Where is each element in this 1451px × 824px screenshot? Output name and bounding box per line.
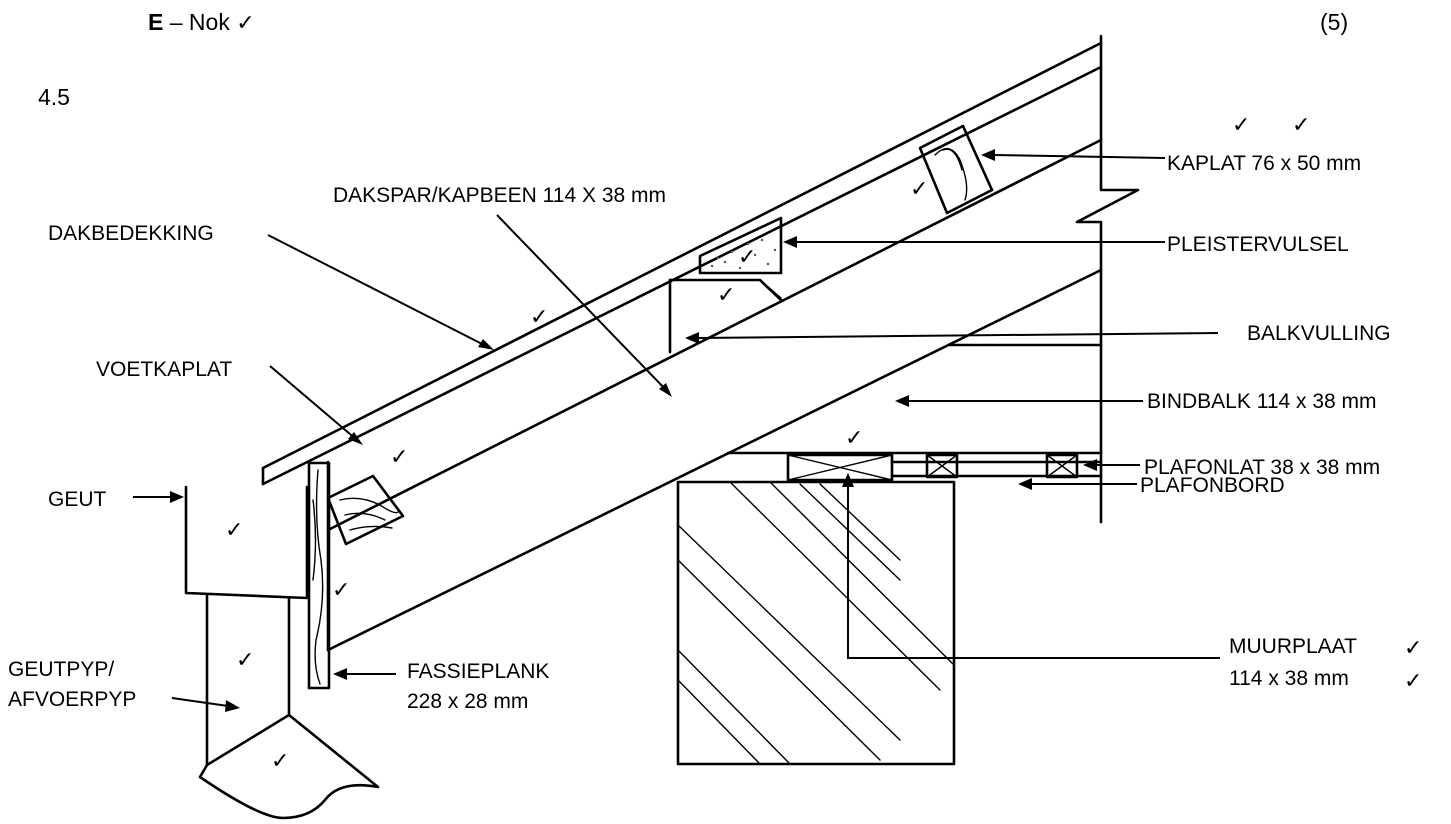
- downpipe: [198, 593, 380, 820]
- label-pleistervulsel: PLEISTERVULSEL: [1167, 233, 1349, 256]
- memo-item-e: E – Nok ✓: [148, 9, 255, 36]
- leader-muurplaat: [842, 473, 1220, 659]
- label-geutpyp-line1: GEUTPYP/: [8, 658, 114, 681]
- label-plafonbord: PLAFONBORD: [1140, 474, 1285, 497]
- beam-filling: [668, 278, 783, 354]
- label-kaplat: KAPLAT 76 x 50 mm: [1167, 152, 1361, 175]
- fascia-board: [307, 461, 331, 690]
- label-fassieplank-line2: 228 x 28 mm: [407, 690, 528, 713]
- label-voetkaplat: VOETKAPLAT: [96, 358, 232, 381]
- label-dakbedekking: DAKBEDEKKING: [48, 222, 214, 245]
- tilting-batten: [326, 474, 405, 546]
- leader-geut: [133, 491, 184, 503]
- label-bindbalk: BINDBALK 114 x 38 mm: [1147, 390, 1377, 413]
- tick-mark: ✓: [845, 426, 863, 451]
- leader-balkvulling: [685, 332, 1219, 344]
- ceiling-batten-1: [925, 453, 959, 479]
- label-geut: GEUT: [48, 488, 107, 511]
- tick-mark: ✓: [1404, 669, 1422, 694]
- label-fassieplank-line1: FASSIEPLANK: [407, 660, 549, 683]
- wall-plate: [786, 453, 894, 482]
- item-tick: ✓: [236, 11, 254, 36]
- label-geutpyp-line2: AFVOERPYP: [8, 688, 136, 711]
- label-muurplaat-line1: MUURPLAAT: [1229, 635, 1357, 658]
- ceiling-board: [890, 460, 1103, 478]
- roof-covering: [261, 41, 1103, 486]
- label-balkvulling: BALKVULLING: [1247, 322, 1391, 345]
- tick-mark: ✓: [225, 518, 243, 543]
- tick-mark: ✓: [1292, 113, 1310, 138]
- tick-mark: ✓: [332, 578, 350, 603]
- label-muurplaat-line2: 114 x 38 mm: [1229, 667, 1349, 690]
- leader-plafonbord: [1018, 478, 1137, 490]
- leader-fassieplank: [333, 668, 396, 680]
- leader-bindbalk: [895, 395, 1143, 407]
- tick-mark: ✓: [1404, 636, 1422, 661]
- leader-voetkaplat: [269, 365, 363, 445]
- leader-pleistervulsel: [783, 236, 1165, 248]
- leader-kaplat: [981, 149, 1166, 161]
- tick-mark: ✓: [236, 648, 254, 673]
- label-dakspar: DAKSPAR/KAPBEEN 114 X 38 mm: [333, 184, 666, 207]
- leader-dakbedekking: [267, 234, 494, 350]
- tick-mark: ✓: [717, 283, 735, 308]
- marks-total: (5): [1320, 9, 1348, 35]
- label-plafonlat: PLAFONLAT 38 x 38 mm: [1144, 456, 1380, 479]
- tick-mark: ✓: [1232, 113, 1250, 138]
- tie-beam: [726, 343, 1103, 455]
- wall-break-line: [1075, 34, 1140, 524]
- question-number: 4.5: [38, 84, 70, 110]
- tick-mark: ✓: [738, 245, 756, 270]
- plaster-filling: [698, 216, 783, 275]
- gutter: [184, 485, 309, 600]
- tick-mark: ✓: [530, 305, 548, 330]
- tick-mark: ✓: [271, 749, 289, 774]
- leader-dakspar: [496, 214, 672, 397]
- purlin: [918, 124, 994, 215]
- item-letter: E: [148, 9, 163, 35]
- leader-geutpyp: [171, 697, 240, 712]
- tick-mark: ✓: [390, 445, 408, 470]
- brick-wall: [676, 480, 956, 766]
- leader-plafonlat: [1083, 459, 1140, 471]
- ceiling-batten-2: [1045, 453, 1079, 479]
- item-text: – Nok: [163, 9, 236, 35]
- tick-mark: ✓: [910, 177, 928, 202]
